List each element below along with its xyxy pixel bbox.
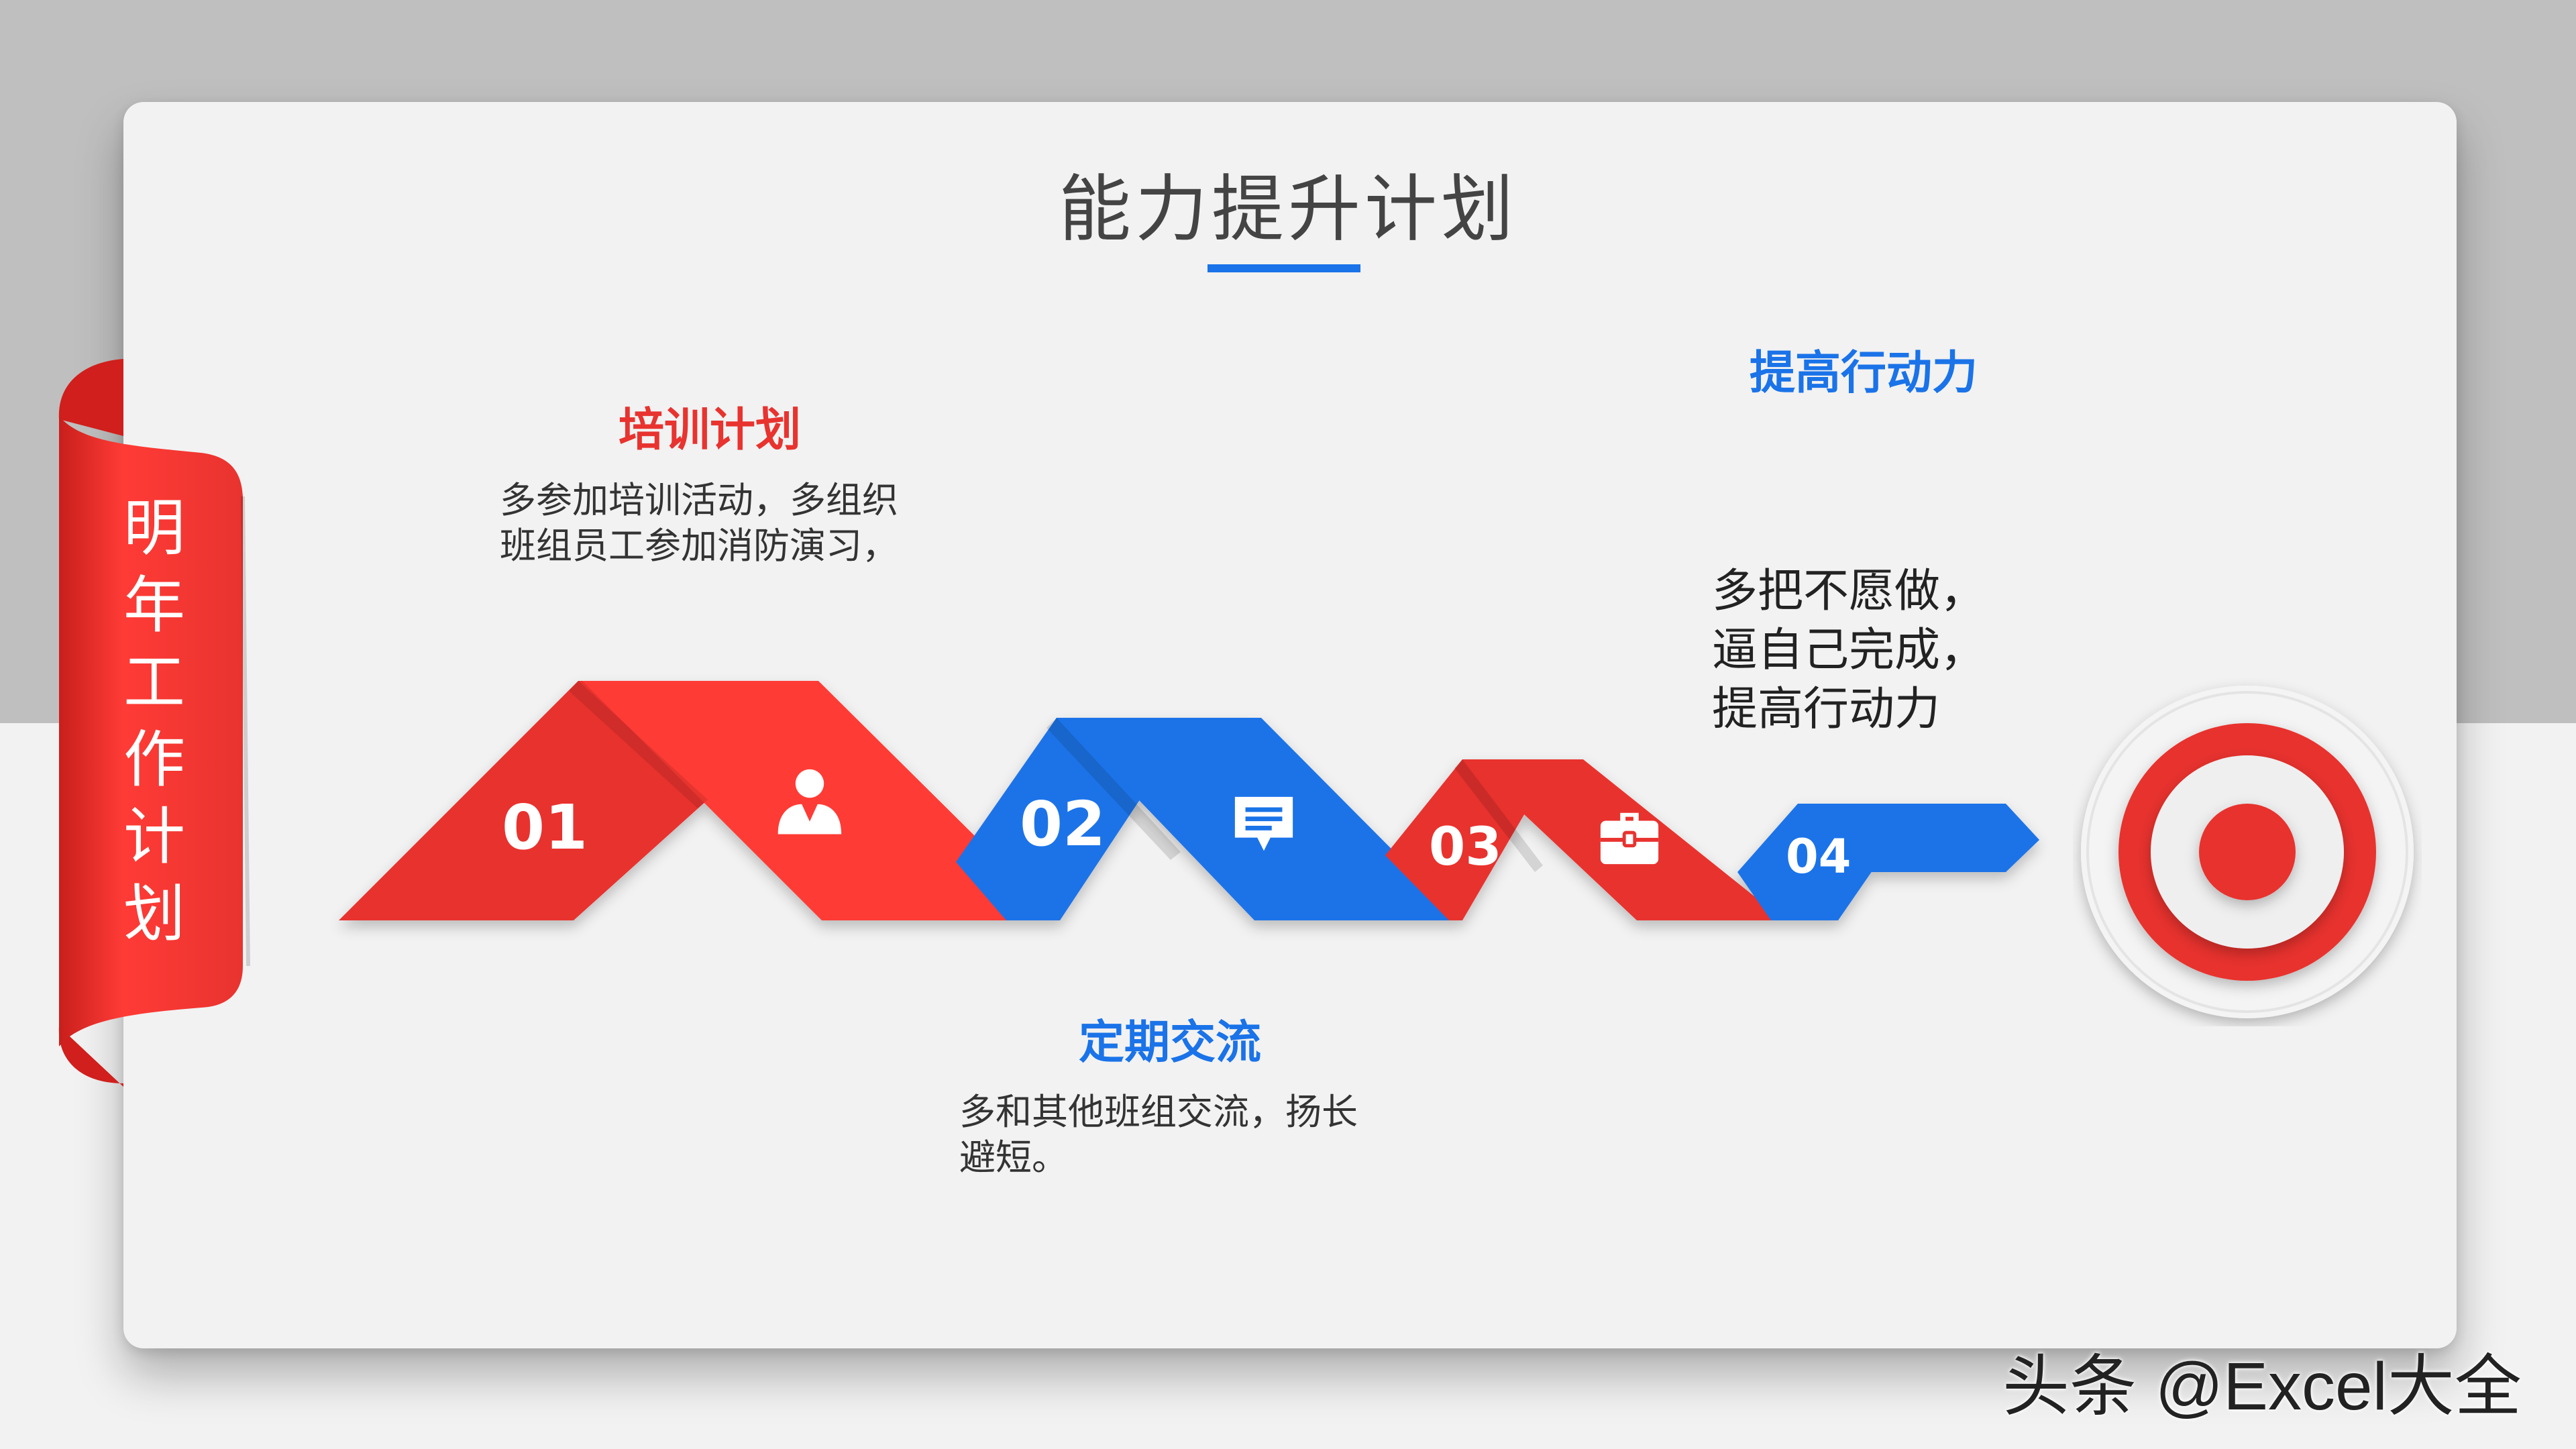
step-04-number: 04 bbox=[1786, 829, 1851, 884]
step-03-number: 03 bbox=[1429, 817, 1502, 877]
slide-card bbox=[123, 102, 2457, 1348]
step-01-number: 01 bbox=[502, 792, 588, 863]
title-underline bbox=[1208, 264, 1360, 272]
watermark: 头条 @Excel大全 bbox=[2002, 1349, 2522, 1424]
side-label: 明年工作计划 bbox=[123, 492, 185, 950]
step-04-ribbon-tail bbox=[1811, 804, 2039, 872]
step-04-title: 提高行动力 bbox=[1750, 347, 1978, 400]
briefcase-icon bbox=[1600, 812, 1659, 865]
user-icon bbox=[777, 769, 842, 835]
step-01-ribbon bbox=[339, 681, 708, 920]
step-01-ribbon-fold bbox=[582, 681, 1060, 920]
page-title: 能力提升计划 bbox=[1058, 168, 1517, 252]
step-02-number: 02 bbox=[1020, 788, 1106, 860]
step-02-title: 定期交流 bbox=[1079, 1016, 1262, 1069]
step-01-description: 多参加培训活动，多组织 班组员工参加消防演习， bbox=[500, 479, 898, 567]
step-02-description: 多和其他班组交流，扬长 避短。 bbox=[959, 1091, 1358, 1179]
target-icon bbox=[2081, 686, 2414, 1018]
chat-icon bbox=[1234, 796, 1293, 851]
step-04-description: 多把不愿做， 逼自己完成， 提高行动力 bbox=[1712, 565, 1986, 736]
step-01-title: 培训计划 bbox=[619, 404, 802, 457]
